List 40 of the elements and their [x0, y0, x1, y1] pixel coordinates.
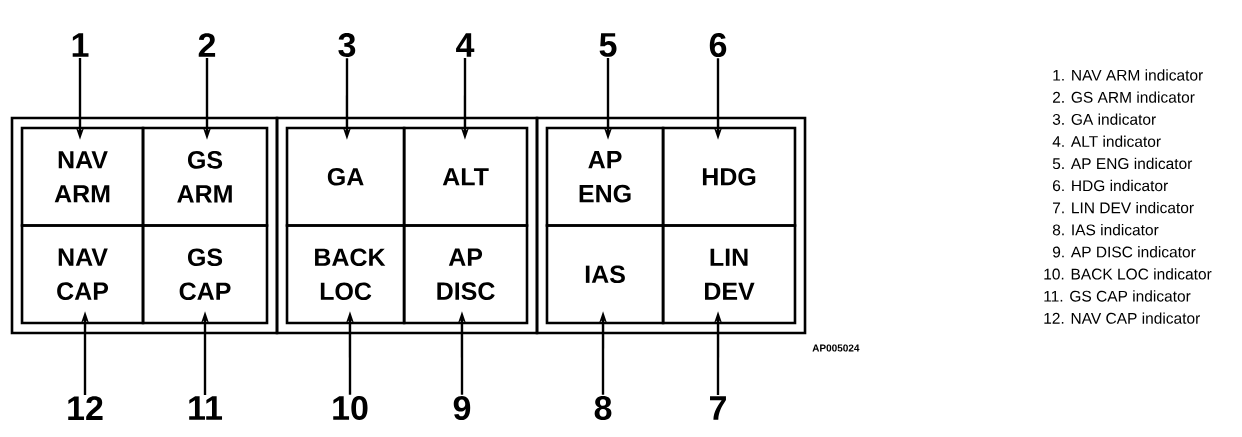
indicator-light: GA [285, 126, 406, 227]
key-entry: 12. NAV CAP indicator [1044, 312, 1200, 324]
key-entry: 4. ALT indicator [1052, 135, 1161, 147]
key-entry: 9. AP DISC indicator [1052, 246, 1196, 258]
callout-number: 6 [709, 32, 727, 58]
callout-number: 7 [710, 396, 726, 420]
callout-number: 5 [599, 33, 617, 57]
indicator-light: NAV ARM [20, 126, 145, 227]
key-entry: 8. IAS indicator [1052, 224, 1159, 236]
indicator-light: AP DISC [402, 224, 529, 325]
key-entry: 6. HDG indicator [1053, 179, 1168, 192]
key-entry: 1. NAV ARM indicator [1053, 69, 1203, 81]
key-entry: 3. GA indicator [1052, 113, 1156, 125]
key-entry: 11. GS CAP indicator [1044, 290, 1191, 302]
indicator-light: NAV CAP [20, 224, 145, 325]
indicator-light: ALT [402, 126, 529, 227]
callout-number: 10 [333, 395, 368, 421]
callout-number: 9 [453, 395, 471, 421]
callout-number: 1 [72, 33, 89, 57]
drawing-code: AP005024 [812, 344, 860, 352]
callout-number: 8 [594, 395, 612, 421]
indicator-light: IAS [545, 224, 665, 325]
callout-number: 11 [189, 396, 222, 420]
key-entry: 7. LIN DEV indicator [1053, 201, 1194, 214]
indicator-light: GS CAP [141, 224, 269, 325]
indicator-light: GS ARM [141, 126, 269, 227]
panel-frame [275, 116, 539, 335]
indicator-light: LIN DEV [661, 224, 797, 325]
key-entry: 5. AP ENG indicator [1052, 157, 1193, 170]
panel-frame [10, 116, 279, 335]
indicator-light: AP ENG [545, 126, 665, 227]
indicator-light: BACK LOC [285, 224, 406, 325]
callout-number: 4 [456, 33, 475, 57]
panel-frame [535, 116, 807, 335]
indicator-light: HDG [661, 126, 797, 227]
callout-number: 3 [338, 32, 356, 58]
key-entry: 2. GS ARM indicator [1053, 91, 1195, 103]
key-entry: 10. BACK LOC indicator [1044, 268, 1212, 280]
callout-number: 2 [198, 33, 216, 57]
callout-number: 12 [68, 396, 103, 420]
